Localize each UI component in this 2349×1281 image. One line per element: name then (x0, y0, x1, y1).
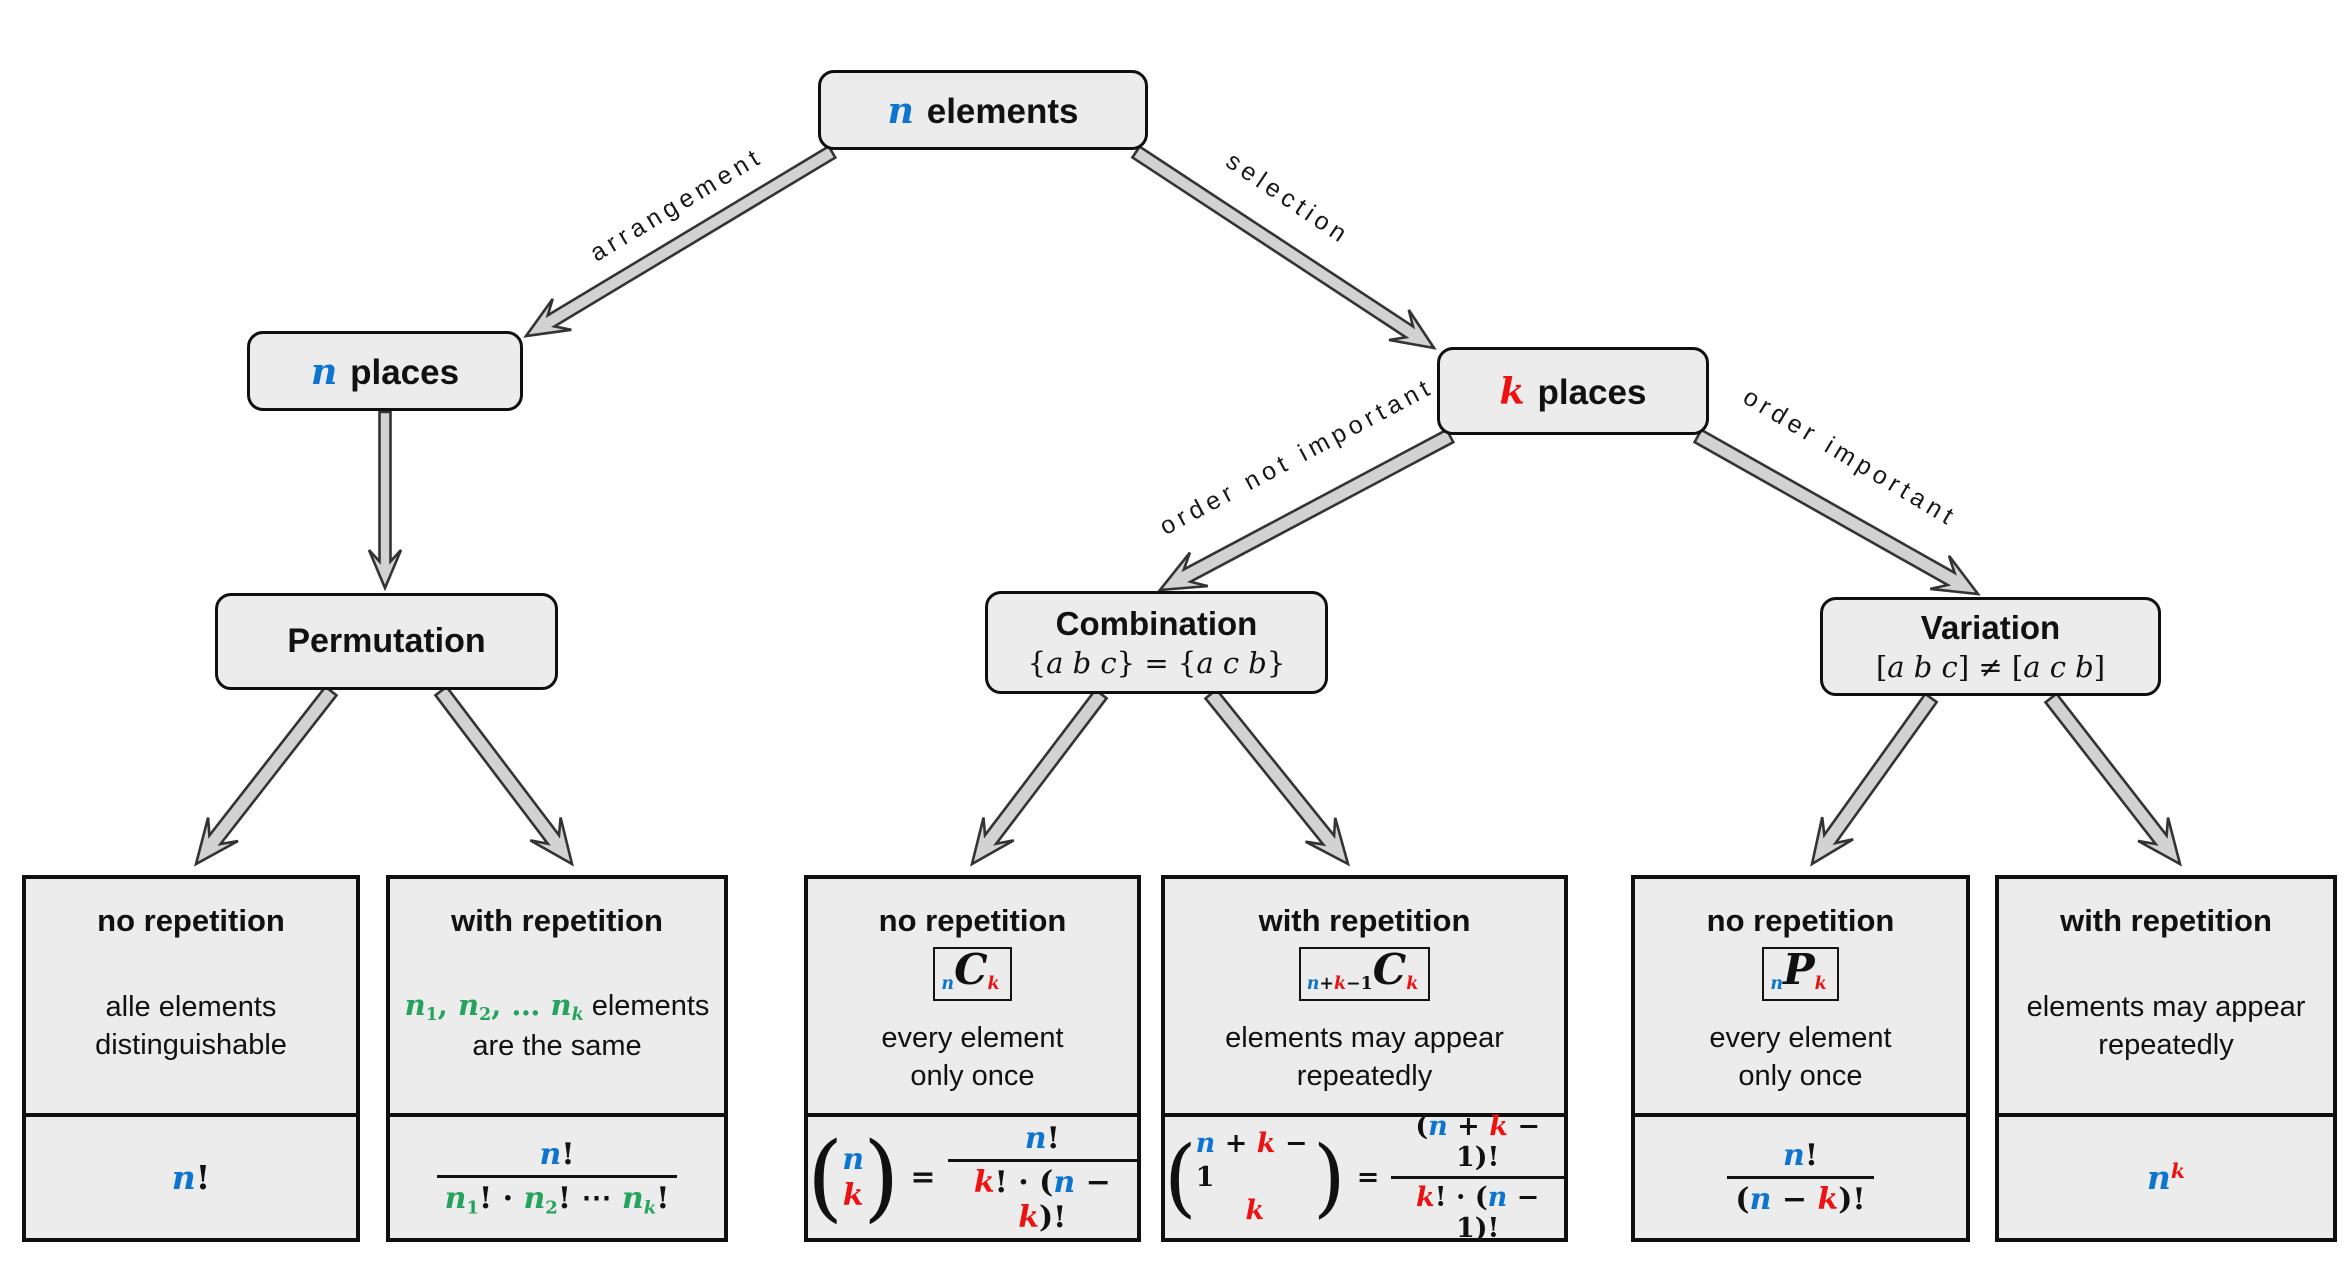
node-permutation-label: Permutation (287, 622, 486, 660)
card-title: no repetition (97, 903, 285, 938)
node-n-places: n places (247, 331, 523, 411)
arrow (1810, 692, 1939, 867)
node-n-elements: n elements (818, 70, 1148, 150)
node-combination-example: {a b c} = {a c b} (1027, 645, 1286, 680)
card-description: elements may appear repeatedly (1225, 1021, 1504, 1092)
arrow (1130, 144, 1437, 350)
card-permutation-no-repetition: no repetition alle elements distinguisha… (22, 875, 360, 1242)
node-n-elements-label: n elements (887, 88, 1079, 132)
node-n-places-label: n places (310, 349, 460, 393)
node-variation-example: [a b c] ≠ [a c b] (1875, 649, 2106, 684)
card-description: n1, n2, … nk elements are the same (404, 988, 710, 1063)
node-k-places: k places (1437, 347, 1709, 435)
node-variation-label: Variation (1920, 608, 2061, 646)
card-formula: nk (1999, 1113, 2333, 1238)
notation-badge-n-plus-k-minus-1-Ck: n+k−1Ck (1298, 947, 1431, 1001)
arrow (523, 144, 838, 338)
card-permutation-with-repetition: with repetition n1, n2, … nk elements ar… (386, 875, 728, 1242)
card-title: with repetition (1258, 903, 1471, 938)
node-variation: Variation [a b c] ≠ [a c b] (1820, 597, 2161, 696)
card-description: elements may appear repeatedly (2026, 990, 2306, 1061)
card-variation-with-repetition: with repetition elements may appear repe… (1995, 875, 2337, 1242)
card-variation-no-repetition: no repetition nPk every element only onc… (1631, 875, 1970, 1242)
arrow (2043, 691, 2183, 867)
node-k-places-label: k places (1499, 369, 1647, 413)
node-combination: Combination {a b c} = {a c b} (985, 591, 1328, 694)
notation-badge-nPk: nPk (1762, 947, 1839, 1001)
card-description: every element only once (1709, 1021, 1892, 1092)
card-title: no repetition (878, 903, 1067, 938)
arrow (1157, 428, 1456, 592)
card-description: alle elements distinguishable (95, 990, 287, 1061)
card-formula: ( n k ) = n! k! · (n − k)! (807, 1113, 1137, 1238)
arrow (433, 684, 574, 867)
arrow (1692, 428, 1981, 596)
card-formula: n! n1! · n2! ⋯ nk! (390, 1113, 724, 1238)
notation-badge-nCk: nCk (933, 947, 1012, 1001)
card-formula: ( n + k − 1 k ) = (n + k − 1)! k! · (n −… (1164, 1111, 1564, 1244)
arrow (1203, 687, 1351, 867)
card-formula: n! (26, 1113, 356, 1238)
card-combination-no-repetition: no repetition nCk every element only onc… (804, 875, 1141, 1242)
card-combination-with-repetition: with repetition n+k−1Ck elements may app… (1161, 875, 1568, 1244)
card-title: with repetition (451, 903, 663, 938)
arrow (367, 410, 403, 592)
arrow (970, 687, 1109, 867)
card-title: no repetition (1706, 903, 1895, 938)
node-combination-label: Combination (1055, 604, 1258, 642)
card-description: every element only once (881, 1021, 1064, 1092)
card-title: with repetition (2060, 903, 2272, 938)
arrow (193, 684, 339, 867)
card-formula: n! (n − k)! (1635, 1113, 1966, 1238)
node-permutation: Permutation (215, 593, 558, 690)
